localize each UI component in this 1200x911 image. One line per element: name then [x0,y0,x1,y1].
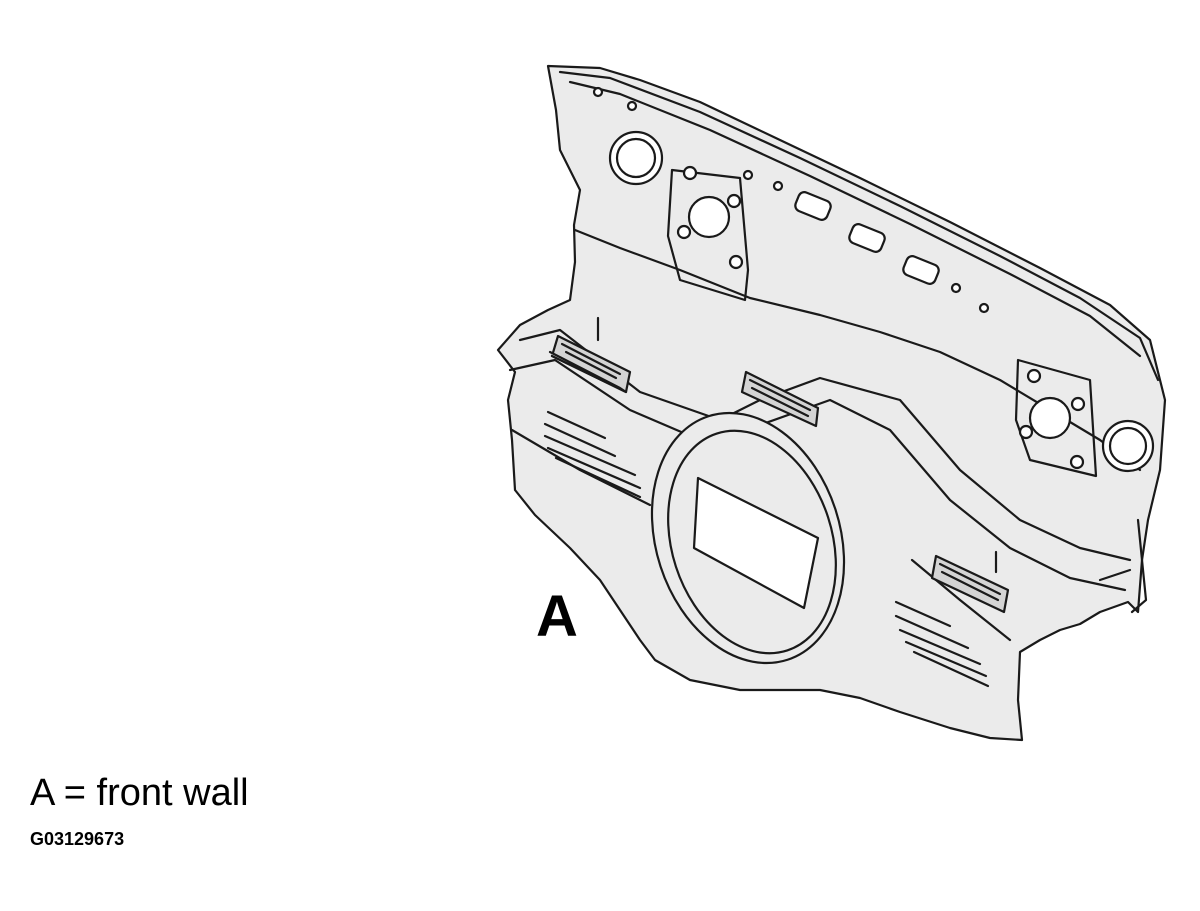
floor-step-line [508,358,1127,592]
callout-label-a: A [536,584,578,649]
right-plate-hole [1028,396,1072,440]
right-bolt-plate [1014,358,1098,478]
mounting-bracket [740,370,820,428]
legend-text: A = front wall [30,772,249,814]
mounting-bracket [930,550,1010,614]
mounting-bracket [548,316,632,394]
vent-grille-left [543,410,642,499]
slot-hole [794,191,832,221]
panel-outline [496,64,1167,742]
left-plate-hole [687,195,731,239]
top-flange [558,70,1160,382]
wheel-well-rect [692,476,820,610]
figure-id: G03129673 [30,829,125,849]
slot-hole [902,255,940,285]
vent-grille-right [894,600,990,688]
left-bolt-plate [666,168,750,302]
top-flange-inner [568,80,1142,358]
slot-hole [848,223,886,253]
